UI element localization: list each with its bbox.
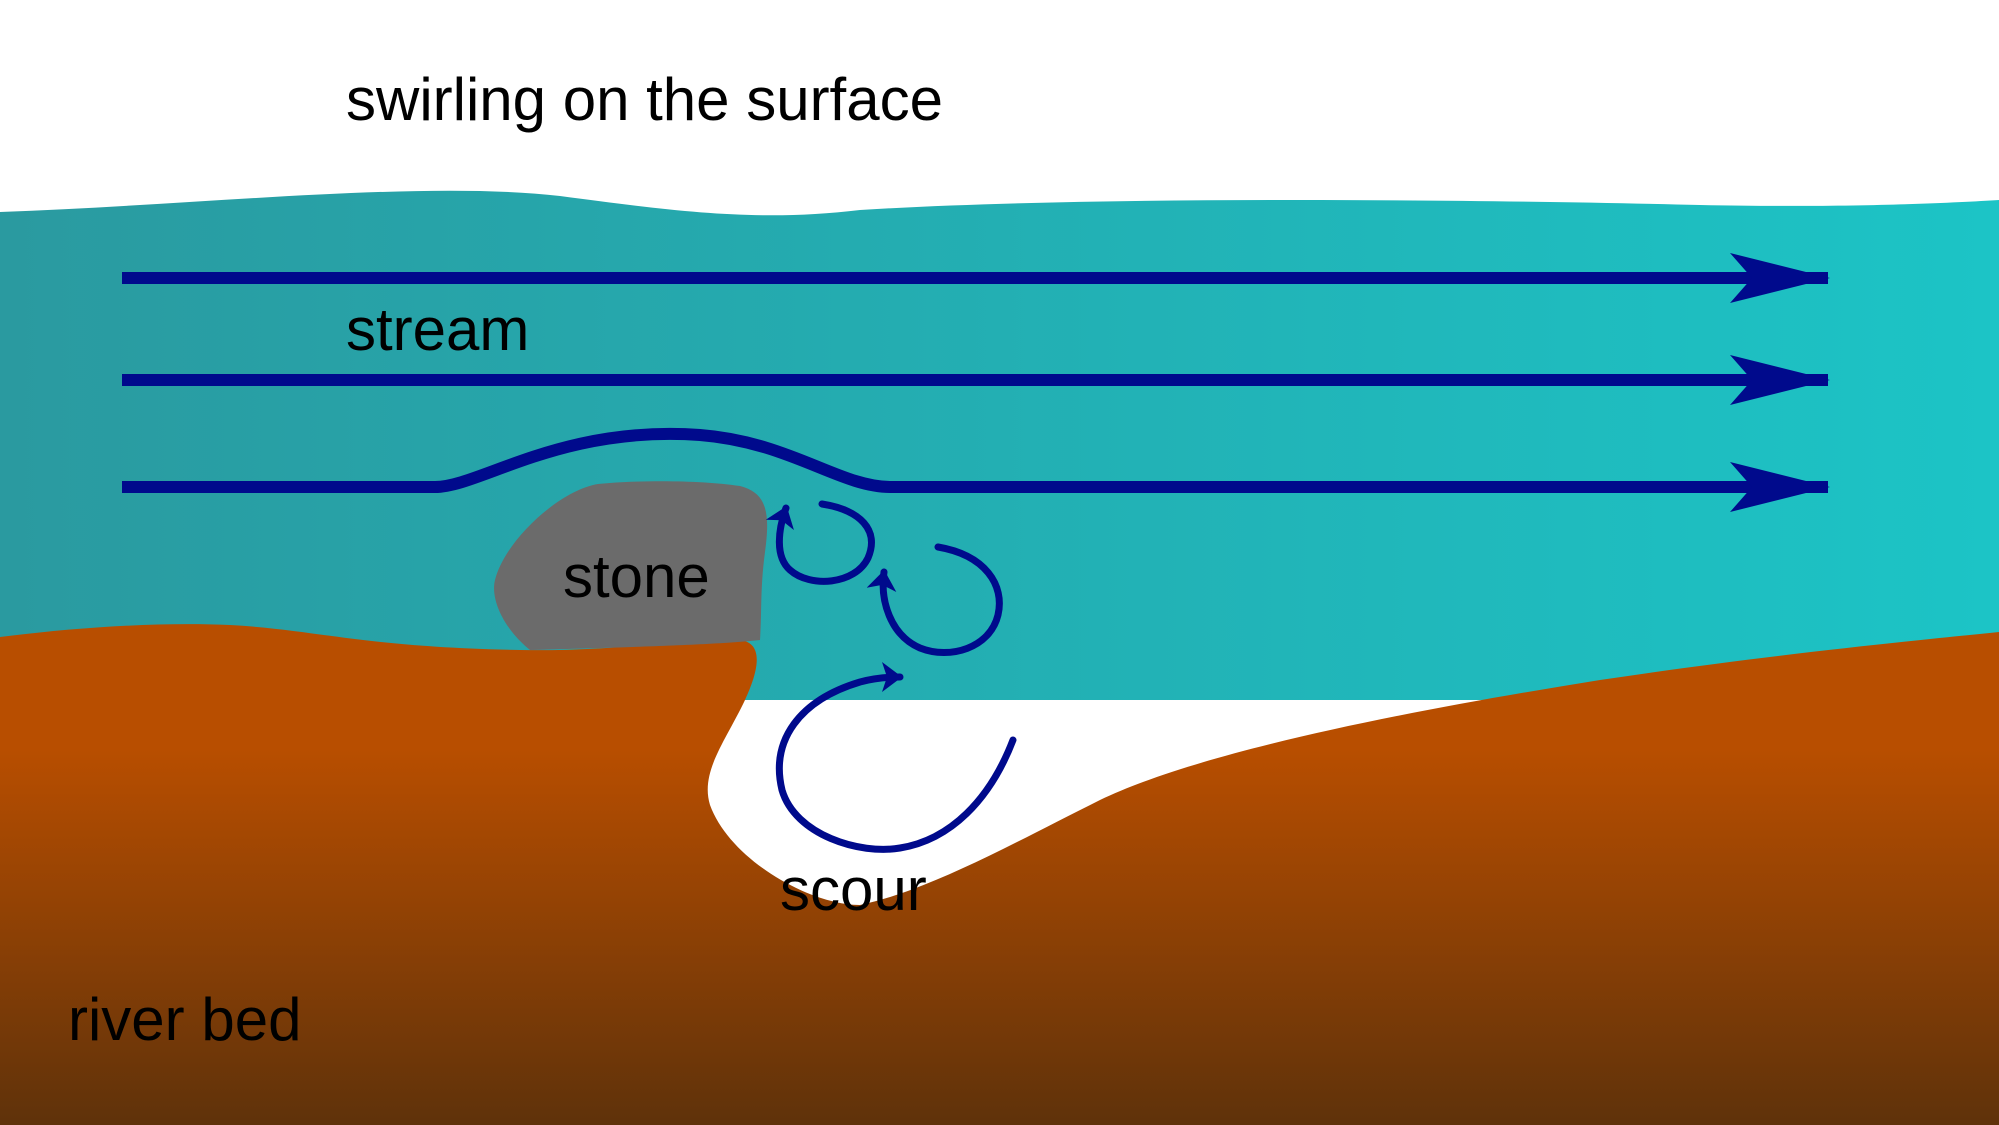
surface-label: swirling on the surface [346, 66, 943, 133]
stream-label: stream [346, 296, 529, 363]
water-body [0, 190, 1999, 700]
stone-label: stone [563, 543, 710, 610]
scour-label: scour [780, 856, 927, 923]
river-bed-label: river bed [68, 986, 301, 1053]
eddies [765, 500, 1017, 853]
flow-arrow-bottom [122, 427, 1830, 512]
stream-flow-arrows [122, 253, 1830, 512]
eddy-scour [775, 662, 1017, 853]
eddy-small [765, 500, 875, 585]
eddy-medium [866, 543, 1003, 657]
river-bed [0, 624, 1999, 1125]
stone [494, 481, 768, 650]
